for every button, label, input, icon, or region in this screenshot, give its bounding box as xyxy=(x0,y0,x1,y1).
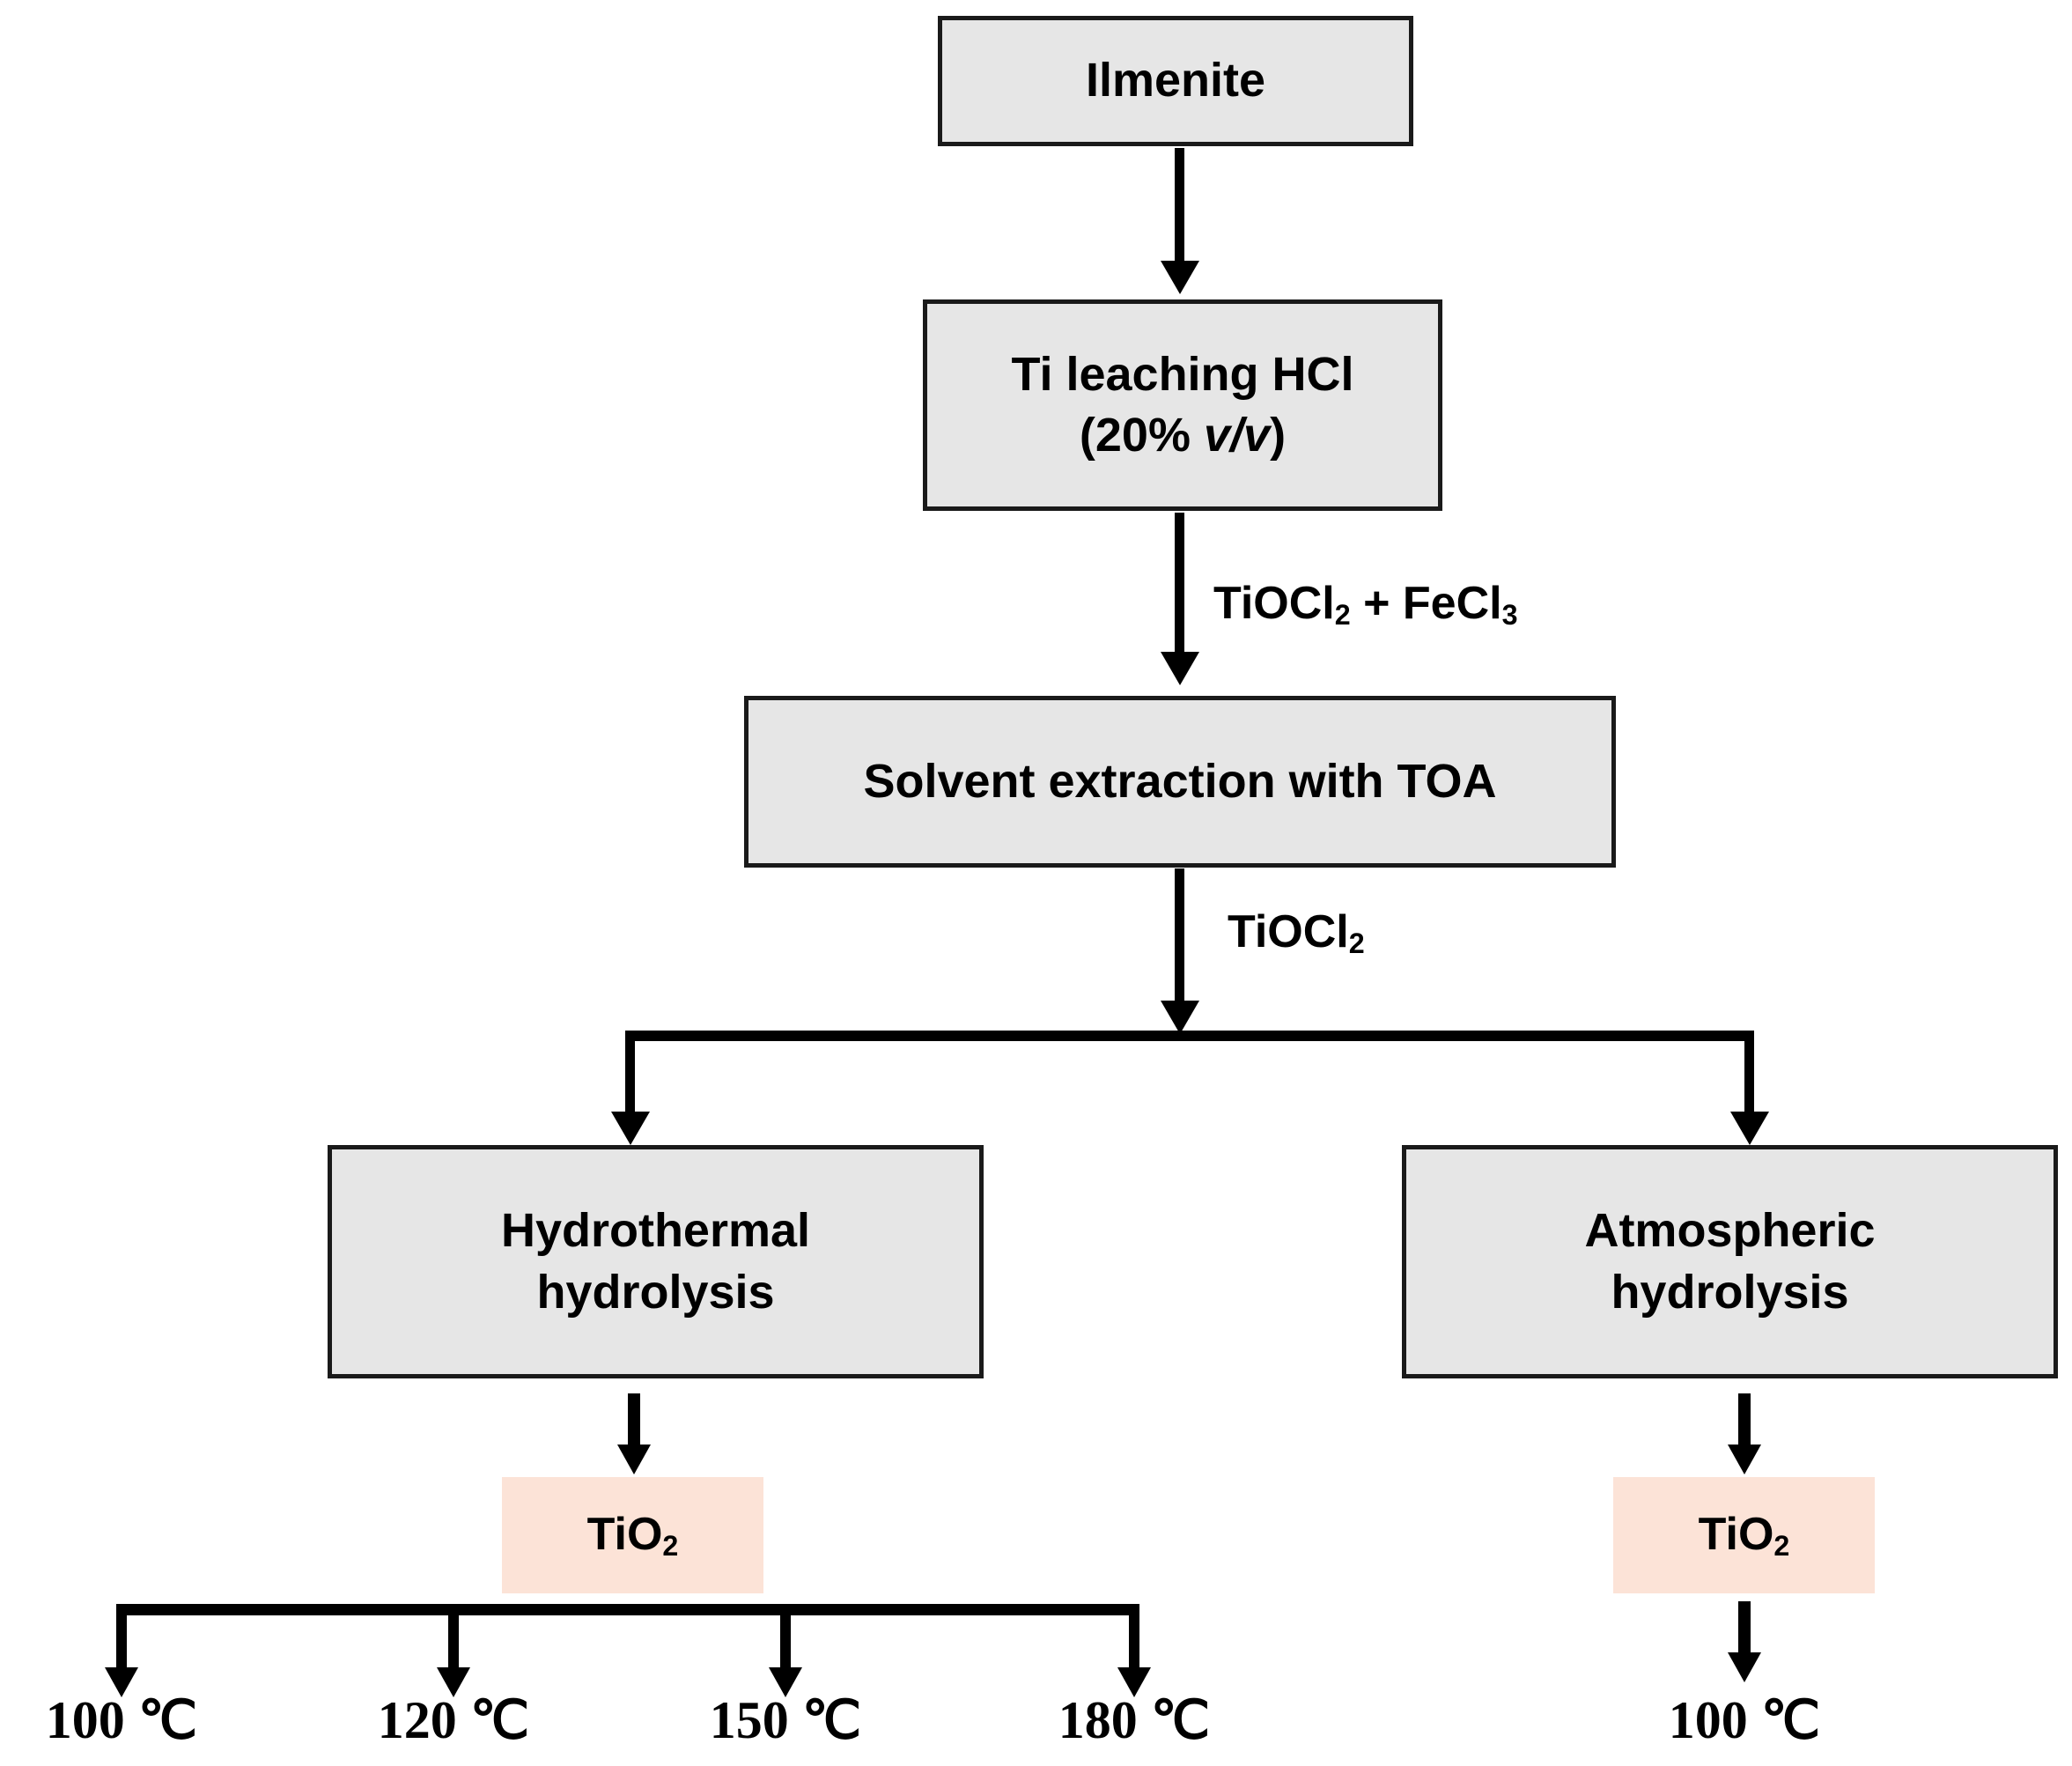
connector-temp-120 xyxy=(448,1604,459,1676)
arrowhead-split-to-atmospheric xyxy=(1730,1112,1769,1145)
connector-split-to-hydrothermal xyxy=(625,1031,635,1129)
node-hydrothermal-hydrolysis: Hydrothermal hydrolysis xyxy=(328,1145,984,1378)
arrowhead-temp-150 xyxy=(769,1667,802,1697)
node-solvent-extraction: Solvent extraction with TOA xyxy=(744,696,1616,868)
temperature-label-hydrothermal-3: 150 ℃ xyxy=(709,1691,862,1749)
node-tio2-hydrothermal: TiO2 xyxy=(502,1477,763,1593)
temperature-label-hydrothermal-2: 120 ℃ xyxy=(377,1691,530,1749)
node-ti-leaching-line2: (20% v/v) xyxy=(1079,409,1287,462)
arrowhead-temp-100 xyxy=(105,1667,138,1697)
temperature-label-hydrothermal-1: 100 ℃ xyxy=(45,1691,198,1749)
arrowhead-temp-180 xyxy=(1117,1667,1151,1697)
node-tio2-atmospheric: TiO2 xyxy=(1613,1477,1875,1593)
temperature-label-hydrothermal-4: 180 ℃ xyxy=(1058,1691,1211,1749)
connector-split-to-atmospheric xyxy=(1744,1031,1754,1129)
node-ilmenite-label: Ilmenite xyxy=(1085,54,1266,107)
connector-temp-180 xyxy=(1129,1604,1139,1676)
connector-hydrothermal-to-tio2 xyxy=(628,1393,640,1448)
split-bar-hydrothermal-temperatures xyxy=(116,1604,1139,1615)
node-ti-leaching-line1: Ti leaching HCl xyxy=(1011,347,1354,401)
arrowhead-atmospheric-temp-100 xyxy=(1728,1652,1761,1682)
node-atmospheric-line1: Atmospheric xyxy=(1584,1204,1876,1258)
connector-ilmenite-to-leaching xyxy=(1175,148,1184,264)
node-atmospheric-line2: hydrolysis xyxy=(1611,1265,1849,1319)
node-ilmenite: Ilmenite xyxy=(938,16,1413,146)
connector-leaching-to-solvent xyxy=(1175,513,1184,655)
arrowhead-ilmenite-to-leaching xyxy=(1161,261,1199,294)
connector-atmospheric-to-tio2 xyxy=(1738,1393,1751,1448)
arrowhead-leaching-to-solvent xyxy=(1161,652,1199,685)
arrowhead-hydrothermal-to-tio2 xyxy=(617,1445,651,1474)
arrowhead-atmospheric-to-tio2 xyxy=(1728,1445,1761,1474)
edge-label-tiocl2-fecl3: TiOCl2 + FeCl3 xyxy=(1213,578,1518,632)
split-bar-hydrolysis-branches xyxy=(625,1031,1754,1041)
node-atmospheric-hydrolysis: Atmospheric hydrolysis xyxy=(1402,1145,2058,1378)
node-ti-leaching: Ti leaching HCl (20% v/v) xyxy=(923,299,1442,511)
node-solvent-extraction-label: Solvent extraction with TOA xyxy=(863,754,1497,808)
arrowhead-temp-120 xyxy=(437,1667,470,1697)
node-hydrothermal-line2: hydrolysis xyxy=(536,1265,775,1319)
connector-atmospheric-temp-100 xyxy=(1738,1601,1751,1656)
arrowhead-split-to-hydrothermal xyxy=(611,1112,650,1145)
temperature-label-atmospheric-1: 100 ℃ xyxy=(1668,1691,1821,1749)
edge-label-tiocl2: TiOCl2 xyxy=(1228,906,1365,960)
connector-solvent-to-split xyxy=(1175,868,1184,1004)
connector-temp-150 xyxy=(780,1604,791,1676)
node-tio2-hydrothermal-label: TiO2 xyxy=(586,1508,679,1563)
node-tio2-atmospheric-label: TiO2 xyxy=(1698,1508,1790,1563)
connector-temp-100 xyxy=(116,1604,127,1676)
node-hydrothermal-line1: Hydrothermal xyxy=(500,1204,811,1258)
arrowhead-solvent-to-split xyxy=(1161,1001,1199,1034)
